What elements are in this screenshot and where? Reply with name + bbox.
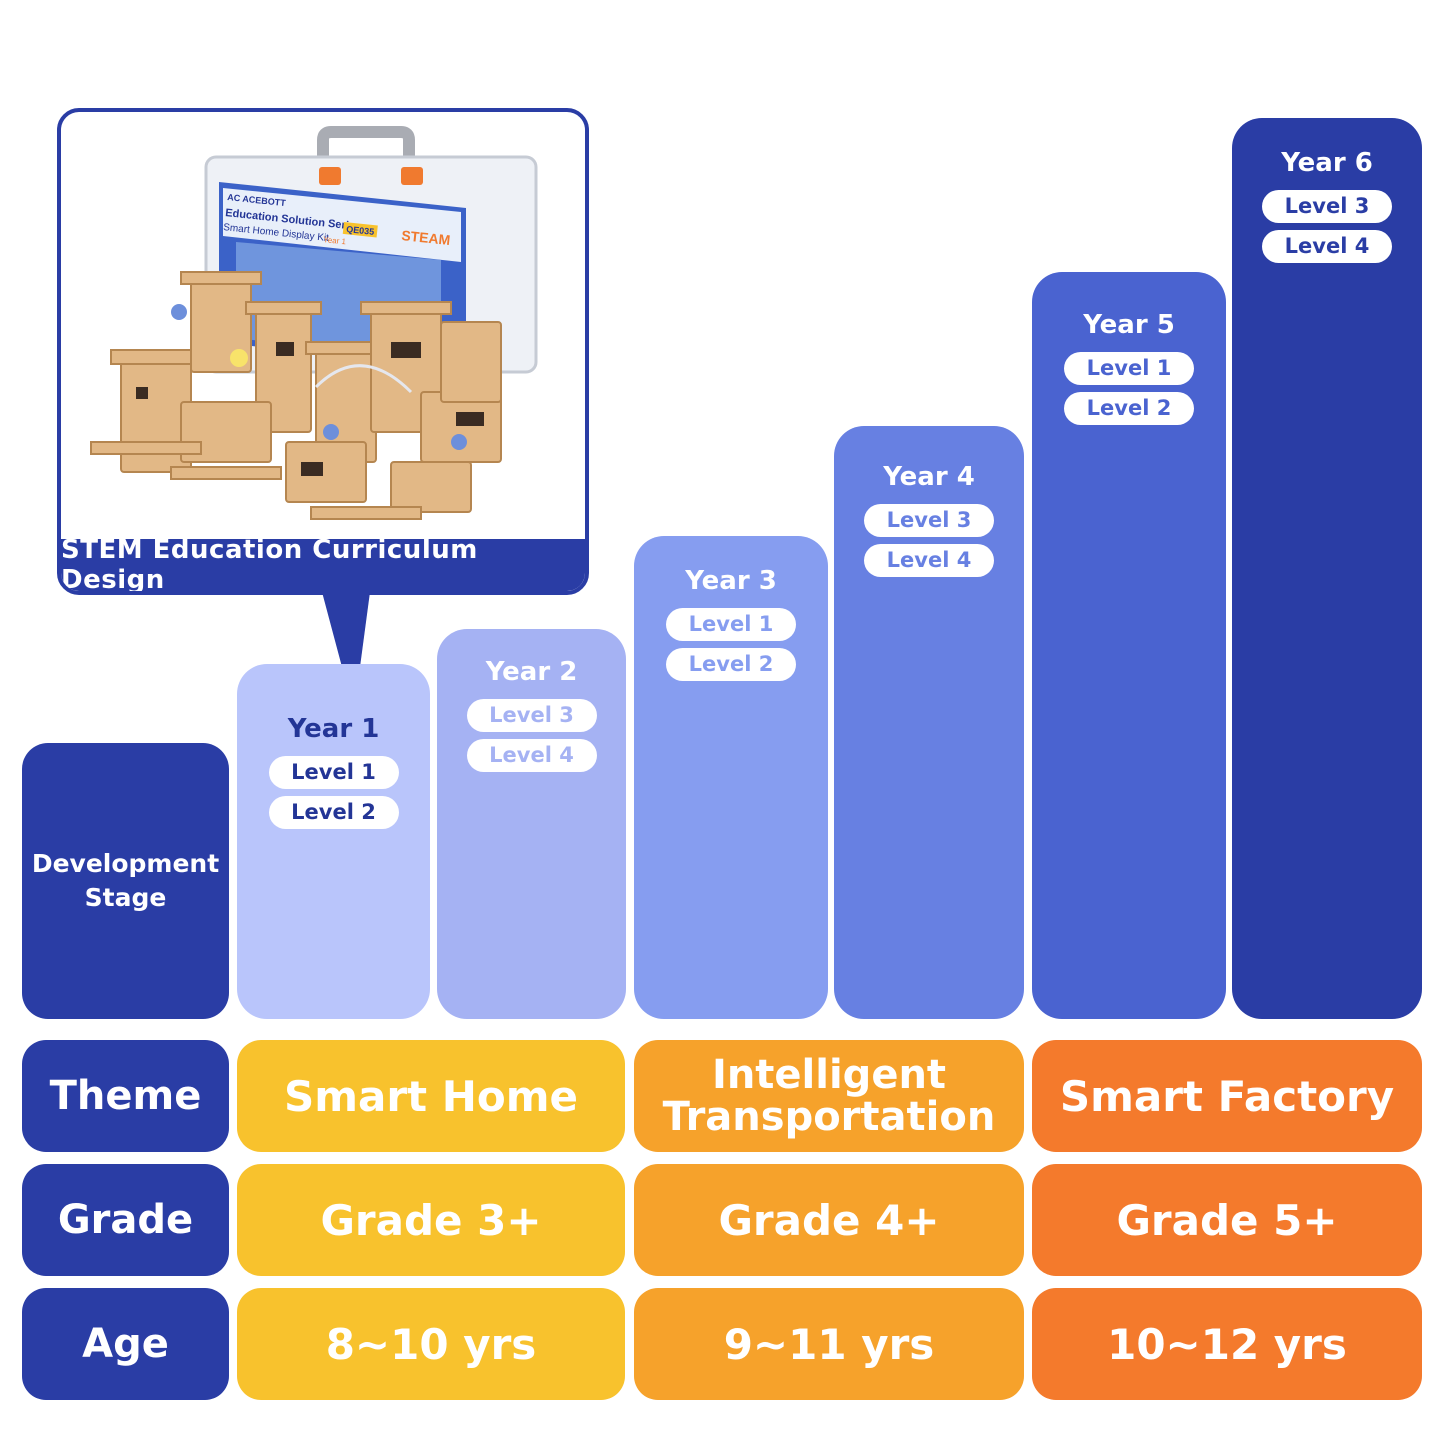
year-title: Year 3 [685, 566, 777, 596]
grade-3-plus: Grade 3+ [237, 1164, 625, 1276]
level-pill: Level 3 [1262, 190, 1392, 223]
age-label: Age [22, 1288, 229, 1400]
level-pill: Level 2 [268, 796, 399, 829]
level-pill: Level 4 [466, 739, 597, 772]
development-stage-label: Development Stage [22, 743, 229, 1019]
theme-label: Theme [22, 1040, 229, 1152]
theme-intelligent-transportation: Intelligent Transportation [634, 1040, 1024, 1152]
year-bar-2: Year 2 Level 3 Level 4 [437, 629, 626, 1019]
year-title: Year 2 [485, 657, 578, 687]
product-callout: AC ACEBOTT Education Solution Series Sma… [57, 108, 589, 595]
level-pill: Level 4 [864, 544, 994, 577]
year-title: Year 4 [883, 462, 975, 492]
age-8-10: 8~10 yrs [237, 1288, 625, 1400]
level-pill: Level 2 [1064, 392, 1194, 425]
age-9-11: 9~11 yrs [634, 1288, 1024, 1400]
callout-caption: STEM Education Curriculum Design [61, 535, 585, 591]
year-bar-5: Year 5 Level 1 Level 2 [1032, 272, 1226, 1019]
level-pill: Level 1 [268, 756, 399, 789]
year-bar-1: Year 1 Level 1 Level 2 [237, 664, 430, 1019]
year-title: Year 1 [287, 714, 380, 744]
theme-smart-home: Smart Home [237, 1040, 625, 1152]
level-pill: Level 4 [1262, 230, 1392, 263]
level-pill: Level 1 [666, 608, 796, 641]
product-kit-image: AC ACEBOTT Education Solution Series Sma… [90, 126, 538, 520]
year-bar-4: Year 4 Level 3 Level 4 [834, 426, 1024, 1019]
box-model: QE035 [346, 224, 375, 237]
grade-5-plus: Grade 5+ [1032, 1164, 1422, 1276]
theme-smart-factory: Smart Factory [1032, 1040, 1422, 1152]
level-pill: Level 3 [466, 699, 597, 732]
box-steam: STEAM [401, 227, 451, 248]
year-title: Year 6 [1281, 148, 1373, 178]
year-bar-3: Year 3 Level 1 Level 2 [634, 536, 828, 1019]
grade-4-plus: Grade 4+ [634, 1164, 1024, 1276]
level-pill: Level 3 [864, 504, 994, 537]
level-pill: Level 2 [666, 648, 796, 681]
year-bar-6: Year 6 Level 3 Level 4 [1232, 118, 1422, 1019]
level-pill: Level 1 [1064, 352, 1194, 385]
box-tag: Year 1 [323, 235, 347, 246]
age-10-12: 10~12 yrs [1032, 1288, 1422, 1400]
year-title: Year 5 [1083, 310, 1175, 340]
grade-label: Grade [22, 1164, 229, 1276]
